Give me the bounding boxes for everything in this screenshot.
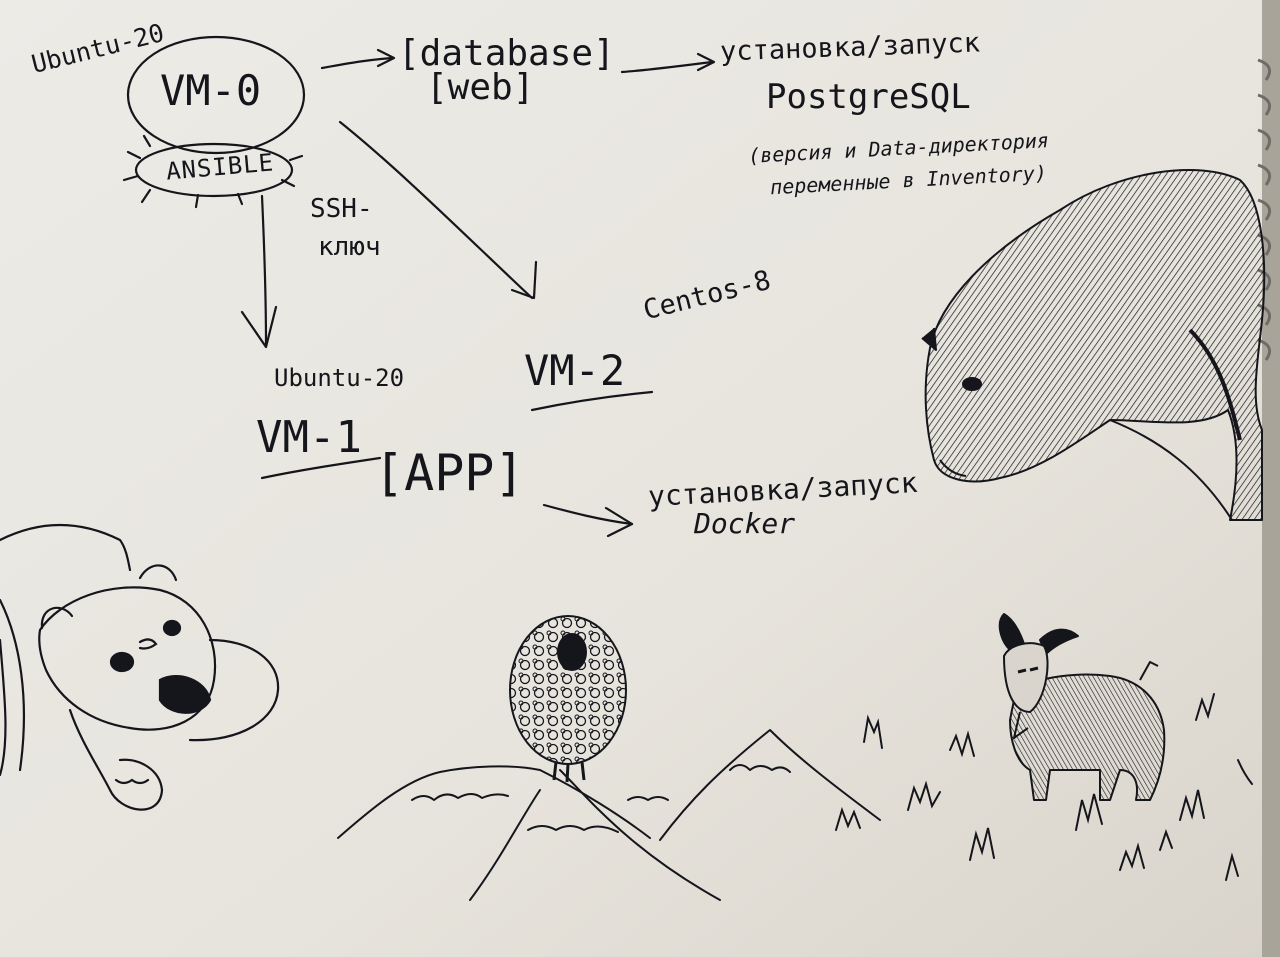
role-database: [database] bbox=[398, 33, 615, 74]
vm1-name: VM-1 bbox=[256, 412, 362, 463]
ssh-label-line1: SSH- bbox=[310, 194, 373, 224]
role-app: [APP] bbox=[374, 444, 525, 502]
vm2-name: VM-2 bbox=[524, 346, 626, 395]
capybara-doodle bbox=[921, 169, 1266, 521]
arrow-ansible-to-vm1 bbox=[260, 194, 268, 347]
ansible-spikes bbox=[122, 134, 304, 209]
vm0-oval bbox=[126, 35, 306, 155]
ssh-label-line2: ключ bbox=[318, 232, 381, 262]
role-web: [web] bbox=[426, 67, 535, 108]
vm0-name: VM-0 bbox=[160, 66, 262, 115]
ansible-badge bbox=[134, 142, 294, 198]
arrow-app-to-docker bbox=[542, 503, 634, 526]
arrow-roles-to-postgres bbox=[620, 60, 714, 74]
goat-doodle bbox=[998, 613, 1166, 801]
docker-task-target: Docker bbox=[694, 507, 796, 540]
vm1-os-label: Ubuntu-20 bbox=[274, 364, 405, 392]
arrow-vm0-to-vm2 bbox=[338, 120, 534, 300]
mountains-doodle bbox=[337, 729, 881, 901]
postgres-task-target: PostgreSQL bbox=[766, 77, 971, 117]
sheep-doodle bbox=[509, 615, 627, 783]
bear-doodle bbox=[0, 523, 280, 811]
page-edge-shadow bbox=[1262, 0, 1280, 957]
vm1-underline bbox=[260, 456, 382, 480]
arrow-vm0-to-roles bbox=[320, 56, 394, 70]
grass-doodle bbox=[835, 693, 1253, 881]
vm2-underline bbox=[530, 390, 654, 412]
